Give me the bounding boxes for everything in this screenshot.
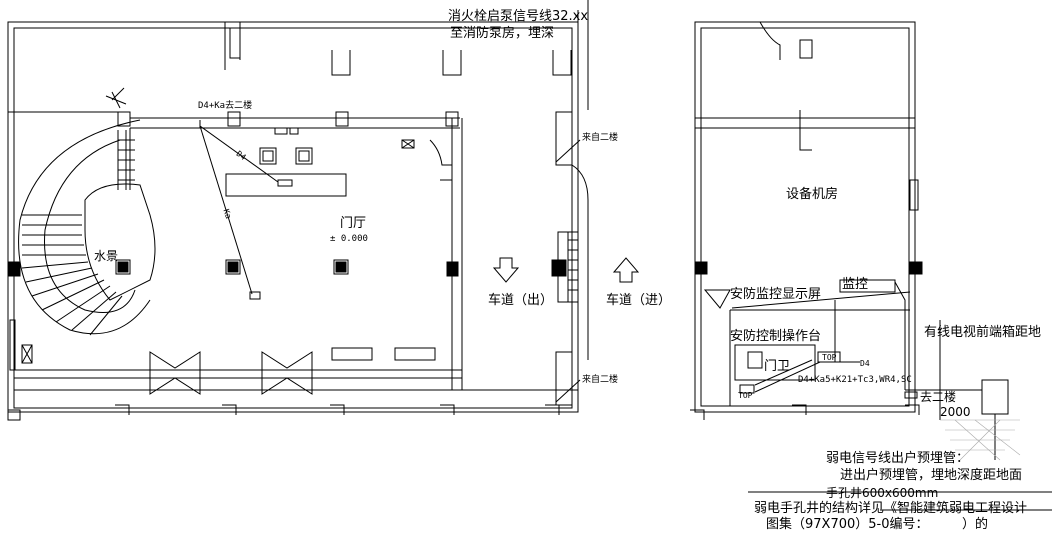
lobby-level: ± 0.000 xyxy=(330,234,368,244)
cable-from-2f-top: 来自二楼 xyxy=(582,133,619,143)
catv-box-label: 有线电视前端箱距地 xyxy=(924,325,1042,340)
lane-label-exit: 车道（出） xyxy=(488,293,554,308)
wall-piers xyxy=(117,28,572,127)
guard-cable-label: D4+Ka5+K21+Tc3,WR4,SC xyxy=(798,375,912,385)
right-building-walls xyxy=(694,21,919,413)
room-label-lobby: 门厅 xyxy=(340,216,367,231)
room-label-monitor: 监控 xyxy=(842,277,869,292)
lobby-lamps xyxy=(115,259,349,275)
cable-label-ka: Ka xyxy=(221,207,234,220)
note-weak-pipe-2: 进出户预埋管，埋地深度距地面 xyxy=(840,468,1023,483)
room-label-equipment: 设备机房 xyxy=(786,187,839,202)
note-atlas-end: ）的 xyxy=(962,517,989,532)
note-hand-hole: 手孔井600x600mm xyxy=(826,486,939,500)
security-screen-label: 安防监控显示屏 xyxy=(730,287,822,302)
top-marker-2: TOP xyxy=(738,391,753,400)
lobby-furniture xyxy=(225,127,452,361)
room-label-pool: 水景 xyxy=(94,249,119,263)
top-marker: TOP xyxy=(822,353,837,362)
fire-signal-note-line2: 至消防泵房，埋深 xyxy=(450,26,555,41)
note-weak-pipe: 弱电信号线出户预埋管： xyxy=(826,451,970,466)
note-hand-hole-ref: 弱电手孔井的结构详见《智能建筑弱电工程设计 xyxy=(754,501,1028,516)
lane-label-enter: 车道（进） xyxy=(606,293,672,308)
to-2f-label: 去二楼 xyxy=(920,390,957,404)
cable-d4-ka xyxy=(199,120,293,300)
cable-label-d4-ka-up: D4+Ka去二楼 xyxy=(198,101,253,111)
spiral-staircase xyxy=(9,87,156,371)
note-atlas: 图集（97X700）5-0编号： xyxy=(766,517,929,532)
left-building-walls xyxy=(7,21,579,413)
dimension-2000: 2000 xyxy=(940,405,971,419)
security-console-label: 安防控制操作台 xyxy=(730,329,822,344)
cable-from-2f-bottom: 来自二楼 xyxy=(582,375,619,385)
notes-divider xyxy=(748,491,1052,511)
hand-hole-hatch xyxy=(940,419,1021,461)
cable-label-d4-guard: D4 xyxy=(860,359,870,368)
entrance-doors xyxy=(149,351,313,395)
driveway xyxy=(492,0,640,406)
fire-signal-note: 消火栓启泵信号线32.xx xyxy=(448,9,589,24)
structural-columns xyxy=(8,259,923,277)
room-label-guard: 门卫 xyxy=(764,359,791,374)
guard-room xyxy=(734,279,1009,460)
